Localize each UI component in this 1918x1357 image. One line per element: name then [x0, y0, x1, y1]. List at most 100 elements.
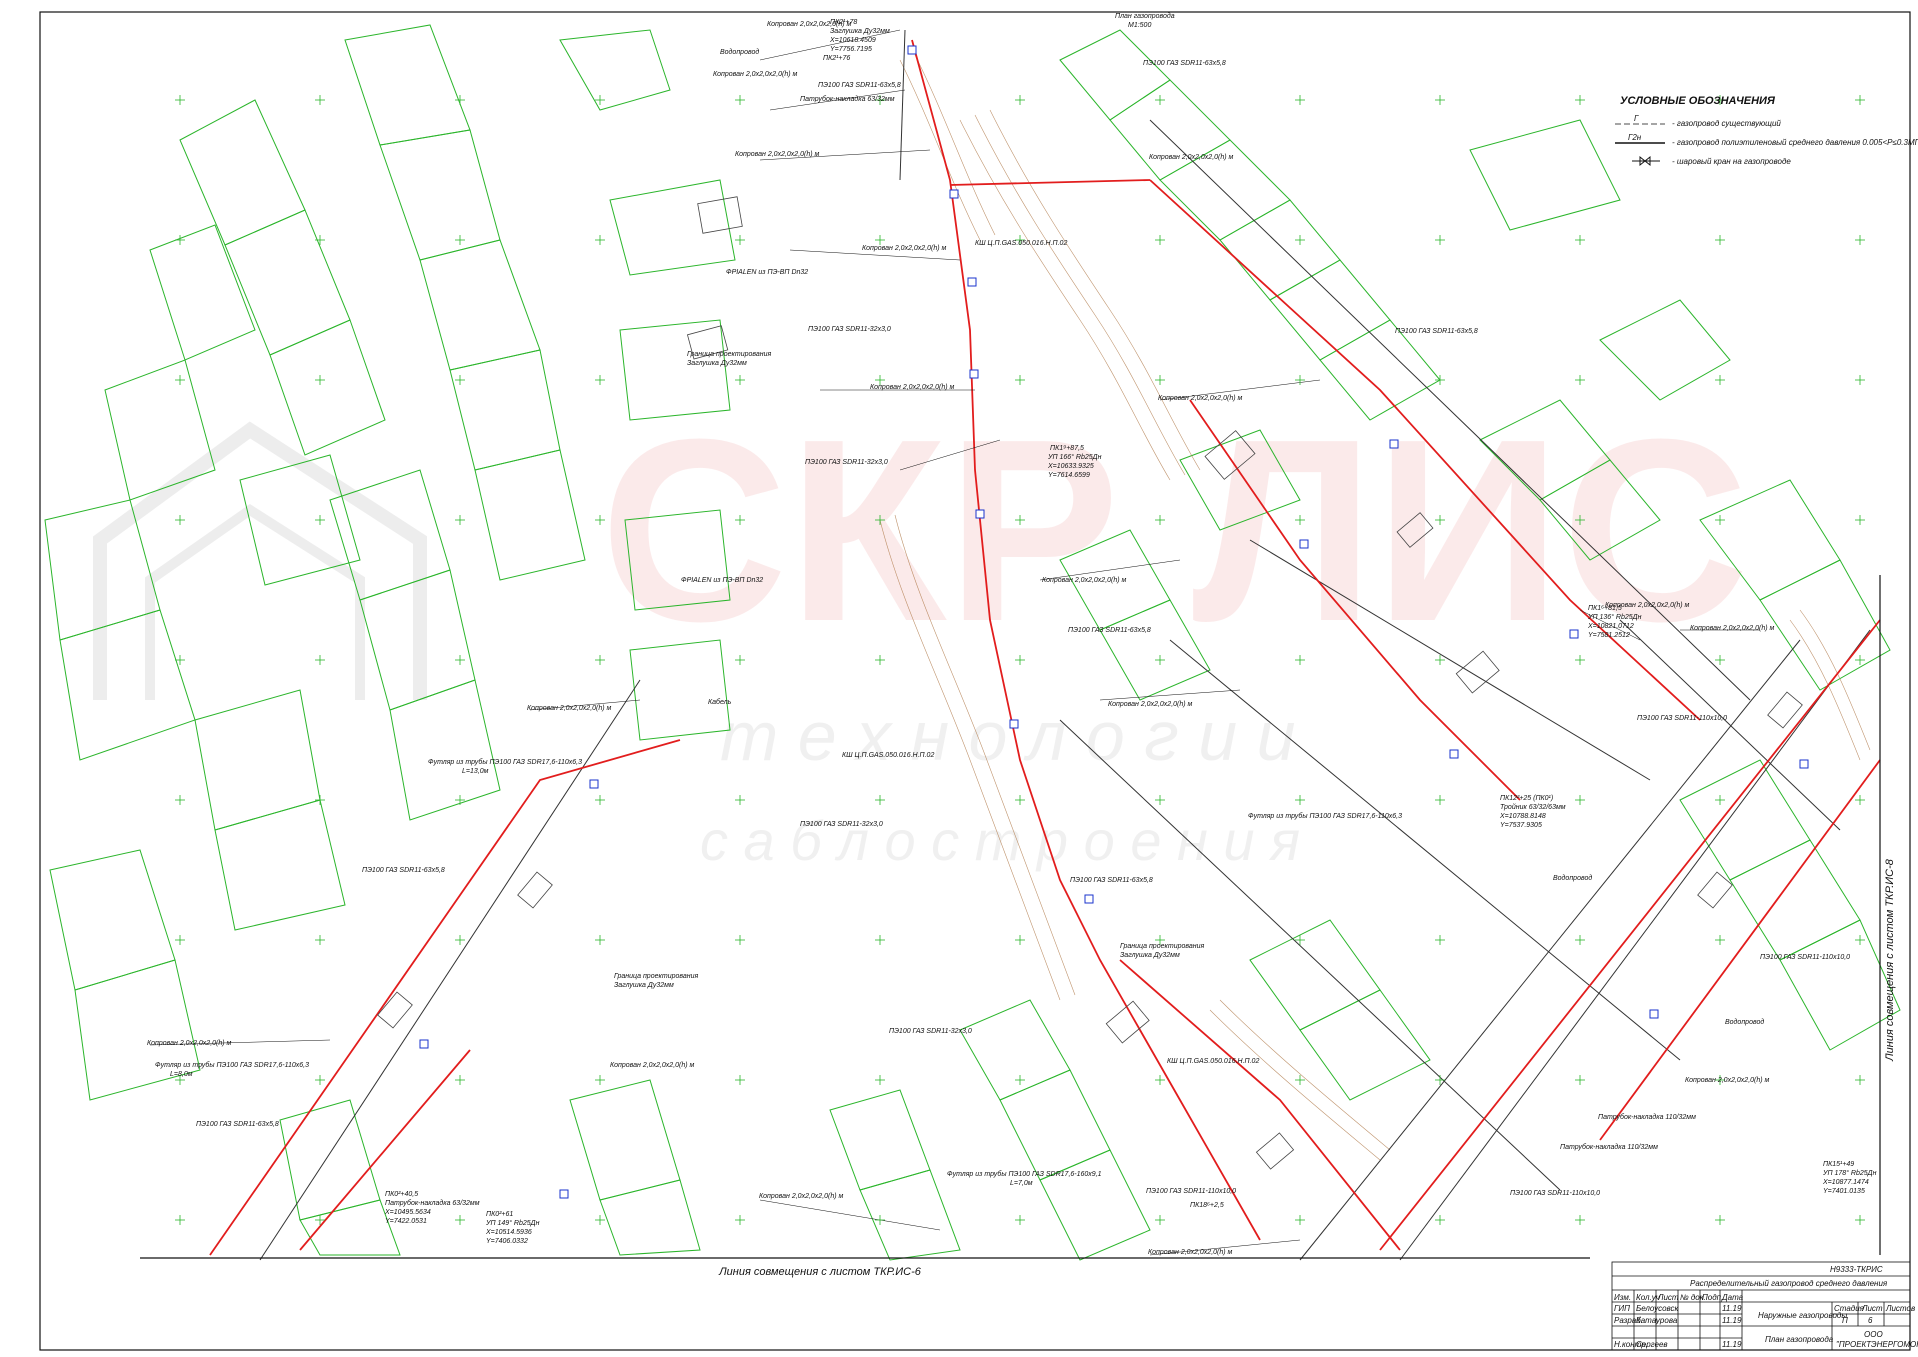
- col-data: Дата: [1721, 1293, 1744, 1302]
- title-block-text: Н9333-ТКРИС Распределительный газопровод…: [1614, 1265, 1918, 1349]
- svg-text:т е х н о л о г и и: т е х н о л о г и и: [720, 697, 1296, 775]
- annotation-label: L=13,0м: [462, 768, 489, 775]
- proposed-gas-pipeline: [209, 39, 1881, 1256]
- org-line1: ООО: [1864, 1330, 1883, 1339]
- role-razrab: Разраб.: [1614, 1316, 1643, 1325]
- annotation-label: Патрубок-накладка 63/32мм: [800, 95, 895, 103]
- annotation-label: Кабель: [708, 698, 732, 706]
- annotation-label: Копрован 2,0х2,0х2,0(h) м: [870, 384, 955, 391]
- svg-text:СКР ЛИС: СКР ЛИС: [600, 386, 1749, 676]
- annotation-label: Копрован 2,0х2,0х2,0(h) м: [1042, 577, 1127, 584]
- role-gip: ГИП: [1614, 1304, 1630, 1313]
- sheet-title: План газопровода: [1765, 1335, 1834, 1344]
- annotation-label: Патрубок-накладка 110/32мм: [1560, 1143, 1658, 1151]
- col-koluch: Кол.уч: [1636, 1293, 1660, 1302]
- annotation-label: Граница проектирования: [614, 973, 699, 980]
- plan-title-text: План газопровода: [1115, 12, 1175, 20]
- annotation-label: Заглушка Ду32мм: [687, 360, 747, 367]
- annotation-label: ПЭ100 ГАЗ SDR11-63х5,8: [362, 867, 445, 874]
- annotation-label: L=7,0м: [1010, 1180, 1033, 1187]
- annotation-label: Заглушка Ду32мм: [614, 982, 674, 989]
- annotation-label: Граница проектирования: [1120, 943, 1205, 950]
- valve-markers: [419, 45, 1809, 1199]
- annotation-label: Водопровод: [1725, 1018, 1764, 1026]
- annotation-label: X=10788.8148: [1499, 813, 1546, 820]
- annotation-label: ПК0²+61: [486, 1211, 513, 1218]
- section-name: Наружные газопроводы: [1758, 1311, 1847, 1320]
- ball-valve-icon: [1639, 155, 1651, 167]
- match-line-bottom-text: Линия совмещения с листом ТКР.ИС-6: [718, 1266, 922, 1278]
- annotation-label: ПК2¹+76: [823, 55, 850, 62]
- annotation-label: Y=7422.0531: [385, 1218, 427, 1225]
- annotation-label: ПЭ100 ГАЗ SDR11-63х5,8: [818, 82, 901, 89]
- org-line2: "ПРОЕКТЭНЕРГОМОНТАЖ": [1836, 1340, 1918, 1349]
- existing-gas-pipelines: [259, 29, 1871, 1261]
- annotation-label: Копрован 2,0х2,0х2,0(h) м: [759, 1193, 844, 1200]
- annotation-label: ПЭ100 ГАЗ SDR11-110х10,0: [1510, 1190, 1600, 1197]
- annotation-label: Водопровод: [1553, 874, 1592, 882]
- col-podp: Подп.: [1702, 1293, 1723, 1302]
- annotation-label: Копрован 2,0х2,0х2,0(h) м: [1158, 395, 1243, 402]
- annotation-label: Граница проектирования: [687, 351, 772, 358]
- role-nkontr: Н.контр.: [1614, 1340, 1648, 1349]
- coordinate-grid-crosses: [175, 95, 1865, 1225]
- annotation-label: Y=7756.7195: [830, 46, 872, 53]
- annotation-label: Копрован 2,0х2,0х2,0(h) м: [1685, 1077, 1770, 1084]
- terrain-contours: [879, 54, 1871, 1161]
- annotation-label: ПК12²+25 (ПК0¹): [1500, 795, 1553, 802]
- legend-item-existing: - газопровод существующий: [1672, 119, 1781, 128]
- annotation-label: Заглушка Ду32мм: [830, 28, 890, 35]
- sheets-header: Листов: [1885, 1304, 1915, 1313]
- annotation-label: Копрован 2,0х2,0х2,0(h) м: [1108, 701, 1193, 708]
- title-block: [1611, 1261, 1911, 1351]
- annotation-label: ПЭ100 ГАЗ SDR11-110х10,0: [1760, 954, 1850, 961]
- annotation-label: ПК2¹+78: [830, 19, 857, 26]
- match-line-right: Линия совмещения с листом ТКР.ИС-8: [1879, 575, 1896, 1255]
- annotation-label: X=10633.9325: [1047, 463, 1094, 470]
- stage-value: П: [1842, 1316, 1848, 1325]
- annotation-label: ПК1⁶+81,5: [1588, 605, 1622, 612]
- match-line-bottom: Линия совмещения с листом ТКР.ИС-6: [140, 1257, 1590, 1278]
- annotation-label: ПК15¹+49: [1823, 1161, 1854, 1168]
- annotation-label: Копрован 2,0х2,0х2,0(h) м: [527, 705, 612, 712]
- annotation-label: ПЭ100 ГАЗ SDR11-110х10,0: [1637, 715, 1727, 722]
- legend-mark-2: Г2н: [1628, 133, 1642, 142]
- annotation-label: Футляр из трубы ПЭ100 ГАЗ SDR17,6-160х9,…: [947, 1170, 1102, 1178]
- col-list: Лист: [1657, 1293, 1679, 1302]
- legend-item-valve: - шаровый кран на газопроводе: [1672, 157, 1791, 166]
- annotation-label: ПЭ100 ГАЗ SDR11-32х3,0: [805, 459, 888, 466]
- annotation-label: X=10495.5634: [384, 1209, 431, 1216]
- annotation-label: L=8,0м: [170, 1071, 193, 1078]
- legend-title: УСЛОВНЫЕ ОБОЗНАЧЕНИЯ: [1620, 95, 1776, 107]
- watermark: СКР ЛИС т е х н о л о г и и с а б л о с …: [93, 386, 1749, 872]
- annotation-label: ПЭ100 ГАЗ SDR11-63х5,8: [1395, 328, 1478, 335]
- annotation-label: Y=7537.9305: [1500, 822, 1542, 829]
- annotation-label: ПЭ100 ГАЗ SDR11-32х3,0: [800, 821, 883, 828]
- doc-code: Н9333-ТКРИС: [1830, 1265, 1883, 1274]
- annotation-label: Патрубок-накладка 63/32мм: [385, 1199, 480, 1207]
- sheet-frame: [39, 11, 1911, 1351]
- annotation-label: Футляр из трубы ПЭ100 ГАЗ SDR17,6-110х6,…: [1248, 812, 1402, 820]
- annotation-label: ФРIALEN из ПЭ-ВП Dn32: [681, 577, 763, 584]
- plan-title: План газопровода М1:500: [1115, 12, 1175, 29]
- annotation-label: X=10821.0712: [1587, 623, 1634, 630]
- annotation-label: X=10618.4509: [829, 37, 876, 44]
- annotation-label: Водопровод: [720, 48, 759, 56]
- annotation-label: Копрован 2,0х2,0х2,0(h) м: [862, 245, 947, 252]
- annotation-label: КШ Ц.П.GAS.050.016.Н.П.02: [842, 752, 934, 759]
- stage-header: Стадия: [1834, 1304, 1865, 1313]
- annotation-label: Копрован 2,0х2,0х2,0(h) м: [713, 71, 798, 78]
- name-nkontr: Сергеев: [1636, 1340, 1668, 1349]
- annotation-label: Y=7581.2512: [1588, 632, 1630, 639]
- annotation-label: Y=7401.0135: [1823, 1188, 1865, 1195]
- annotation-label: ПЭ100 ГАЗ SDR11-110х10,0: [1146, 1188, 1236, 1195]
- annotation-label: УП 178° Rb25Дн: [1822, 1169, 1877, 1177]
- legend-mark-1: Г: [1634, 114, 1639, 123]
- annotation-label: Заглушка Ду32мм: [1120, 952, 1180, 959]
- annotation-label: КШ Ц.П.GAS.050.016.Н.П.02: [1167, 1058, 1259, 1065]
- annotation-label: Футляр из трубы ПЭ100 ГАЗ SDR17,6-110х6,…: [428, 758, 582, 766]
- annotation-label: Копрован 2,0х2,0х2,0(h) м: [1690, 625, 1775, 632]
- annotation-label: Копрован 2,0х2,0х2,0(h) м: [1149, 154, 1234, 161]
- annotation-label: КШ Ц.П.GAS.050.016.Н.П.02: [975, 240, 1067, 247]
